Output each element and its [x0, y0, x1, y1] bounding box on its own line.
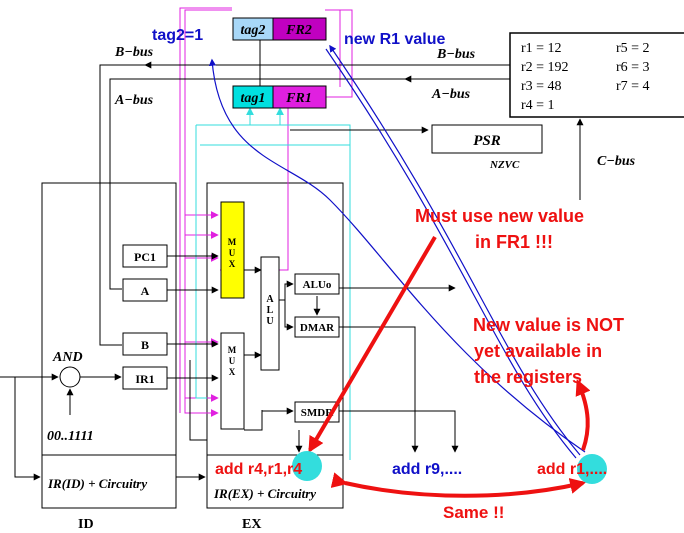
same-label: Same !!	[443, 503, 504, 522]
svg-text:X: X	[229, 259, 236, 269]
must-use-line2: in FR1 !!!	[475, 232, 553, 252]
a-label: A	[141, 284, 150, 298]
ex-stage-label: EX	[242, 517, 261, 532]
ex-stage-box	[206, 182, 344, 509]
aluo-register	[294, 273, 340, 295]
id-stage-wires	[0, 252, 219, 481]
aluo-label: ALUo	[303, 279, 332, 291]
svg-text:X: X	[229, 367, 236, 377]
must-use-line1: Must use new value	[415, 206, 584, 226]
c-bus-label: C−bus	[597, 154, 636, 169]
instr-mem: add r9,....	[392, 461, 462, 478]
new-r1-label: new R1 value	[344, 31, 445, 48]
svg-text:M: M	[228, 345, 237, 355]
reg-r2: r2 = 192	[521, 60, 569, 75]
and-gate	[59, 366, 81, 388]
register-file-col1: r1 = 12 r2 = 192 r3 = 48 r4 = 1	[521, 41, 569, 113]
reg-r5: r5 = 2	[616, 41, 650, 56]
and-input-label: 00..1111	[47, 429, 94, 444]
highlight-r1-ex	[292, 451, 322, 481]
ir1-label: IR1	[135, 372, 154, 386]
svg-text:U: U	[229, 248, 236, 258]
mux-top	[220, 201, 245, 299]
alu-label: A L U	[266, 294, 274, 327]
svg-text:U: U	[266, 316, 273, 327]
register-file-col2: r5 = 2 r6 = 3 r7 = 4	[616, 41, 650, 94]
ir-ex-label: IR(EX) + Circuitry	[213, 486, 316, 501]
svg-text:A: A	[266, 294, 274, 305]
a-bus-left-label: A−bus	[114, 93, 154, 108]
pc1-label: PC1	[134, 250, 156, 264]
tag2-fr2-register: tag2 FR2	[232, 17, 327, 41]
b-label: B	[141, 338, 149, 352]
bus-wires	[99, 61, 584, 346]
and-label: AND	[52, 350, 83, 365]
b-bus-left-label: B−bus	[114, 45, 154, 60]
mux-bottom-label: M U X	[228, 345, 237, 377]
blue-forward-curves	[208, 44, 586, 459]
reg-r7: r7 = 4	[616, 79, 650, 94]
tag2-label: tag2	[241, 23, 266, 38]
red-arrows	[308, 235, 591, 498]
psr-label: PSR	[473, 133, 501, 149]
nzvc-label: NZVC	[489, 159, 520, 171]
highlight-r1-wb	[577, 454, 607, 484]
not-available-line1: New value is NOT	[473, 315, 624, 335]
tag1-label: tag1	[241, 91, 266, 106]
fr1-label: FR1	[285, 91, 312, 106]
svg-text:M: M	[228, 237, 237, 247]
not-available-line3: the registers	[474, 367, 582, 387]
id-stage-label: ID	[78, 517, 94, 532]
reg-r3: r3 = 48	[521, 79, 562, 94]
tag1-fr1-register: tag1 FR1	[232, 85, 327, 109]
not-available-line2: yet available in	[474, 341, 602, 361]
smdr-label: SMDR	[301, 407, 334, 419]
tag2-equals-label: tag2=1	[152, 27, 203, 44]
alu-unit	[260, 256, 280, 371]
reg-r4: r4 = 1	[521, 98, 555, 113]
b-bus-right-label: B−bus	[436, 47, 476, 62]
instr-wb: add r1,....	[537, 461, 607, 478]
instr-ex: add r4,r1,r4	[215, 461, 302, 478]
id-stage-box	[41, 182, 177, 509]
ex-stage-wires	[189, 266, 459, 453]
mux-top-label: M U X	[228, 237, 237, 269]
ir-id-label: IR(ID) + Circuitry	[47, 476, 147, 491]
mux-bottom	[220, 332, 245, 430]
psr-register	[431, 124, 543, 154]
dmar-label: DMAR	[300, 322, 335, 334]
reg-r1: r1 = 12	[521, 41, 562, 56]
cyan-forward-wires	[195, 107, 351, 460]
fr2-label: FR2	[285, 23, 312, 38]
svg-text:L: L	[267, 305, 274, 316]
a-bus-right-label: A−bus	[431, 87, 471, 102]
reg-r6: r6 = 3	[616, 60, 650, 75]
register-file	[509, 32, 684, 118]
svg-text:U: U	[229, 356, 236, 366]
